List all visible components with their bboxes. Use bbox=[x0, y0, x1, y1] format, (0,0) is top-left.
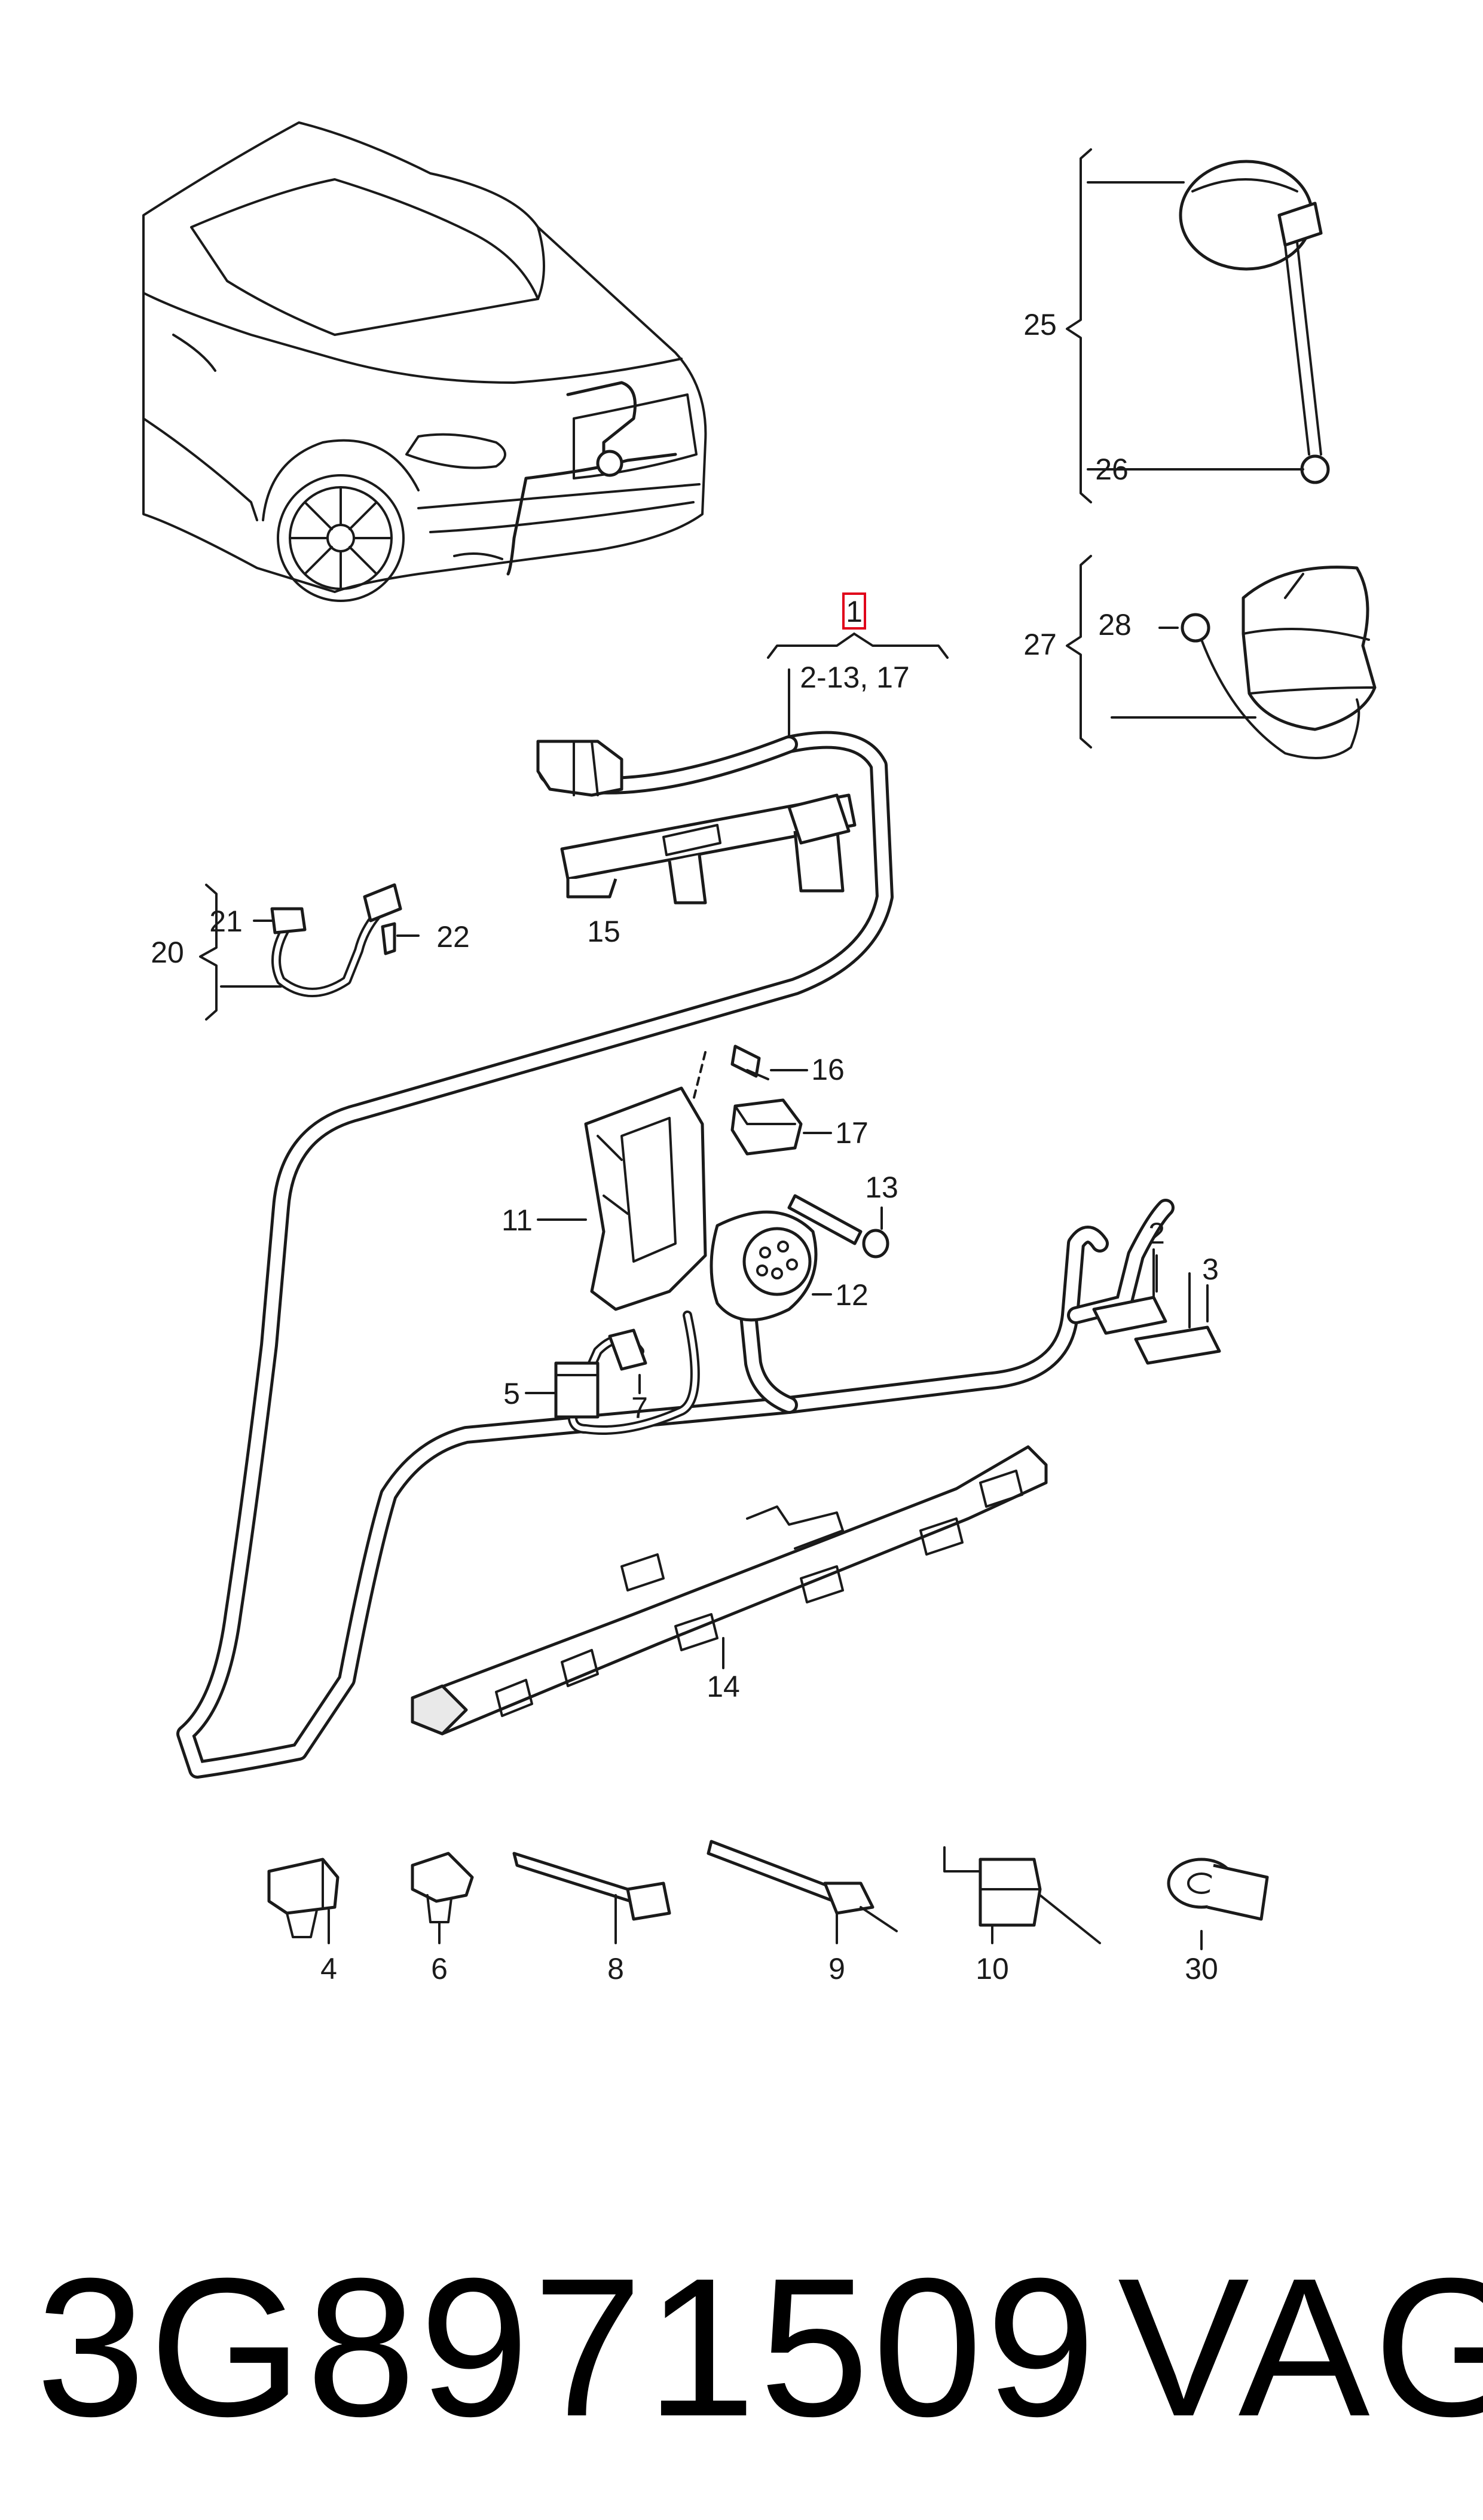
callout-15: 15 bbox=[587, 915, 620, 948]
group-20-cable bbox=[199, 883, 420, 1021]
callout-28: 28 bbox=[1098, 608, 1132, 642]
callout-1-group: 1 2-13, 17 bbox=[767, 592, 949, 746]
callout-2: 2 bbox=[1148, 1217, 1165, 1250]
part-14-harness-bracket bbox=[411, 1445, 1048, 1736]
callout-7: 7 bbox=[631, 1391, 648, 1425]
harness-top-connector bbox=[536, 740, 623, 797]
right-connectors-2-3 bbox=[1092, 1248, 1221, 1365]
callout-9: 9 bbox=[828, 1952, 845, 1986]
callout-21: 21 bbox=[209, 905, 243, 938]
callout-27: 27 bbox=[1023, 628, 1057, 661]
callout-1-range: 2-13, 17 bbox=[800, 661, 909, 694]
callout-1: 1 bbox=[846, 595, 863, 628]
main-wiring-harness bbox=[176, 731, 1175, 1779]
callout-17: 17 bbox=[835, 1116, 869, 1150]
callout-30: 30 bbox=[1185, 1952, 1218, 1986]
callout-12: 12 bbox=[835, 1278, 869, 1312]
part-10-holder bbox=[943, 1846, 1101, 1944]
part-8-cable-tie bbox=[512, 1852, 671, 1944]
callout-22: 22 bbox=[436, 920, 470, 954]
part-6-clip bbox=[411, 1852, 474, 1944]
callout-1-highlight-box bbox=[842, 592, 866, 630]
part-number: 3G8971509 bbox=[36, 2237, 1099, 2457]
callout-3: 3 bbox=[1202, 1253, 1219, 1286]
callout-5: 5 bbox=[503, 1377, 520, 1410]
callout-20: 20 bbox=[151, 936, 184, 969]
callout-6: 6 bbox=[431, 1952, 448, 1986]
callout-13: 13 bbox=[865, 1171, 898, 1204]
part-4-clip bbox=[267, 1858, 340, 1944]
callout-26: 26 bbox=[1095, 453, 1129, 486]
callout-10: 10 bbox=[976, 1952, 1009, 1986]
group-27-cap bbox=[1066, 555, 1377, 759]
part-30-grommet bbox=[1167, 1858, 1269, 1950]
charging-socket-assembly bbox=[525, 1044, 889, 1435]
callout-11: 11 bbox=[502, 1204, 533, 1237]
brand-label: VAG bbox=[1118, 2237, 1483, 2457]
callout-14: 14 bbox=[707, 1670, 740, 1703]
group-25-cap bbox=[1066, 148, 1330, 503]
part-9-cable-tie bbox=[707, 1840, 898, 1944]
car-illustration bbox=[142, 121, 707, 602]
callout-4: 4 bbox=[320, 1952, 337, 1986]
callout-25: 25 bbox=[1023, 308, 1057, 341]
part-15-bracket bbox=[560, 793, 857, 905]
callout-16: 16 bbox=[811, 1053, 845, 1086]
callout-8: 8 bbox=[607, 1952, 624, 1986]
